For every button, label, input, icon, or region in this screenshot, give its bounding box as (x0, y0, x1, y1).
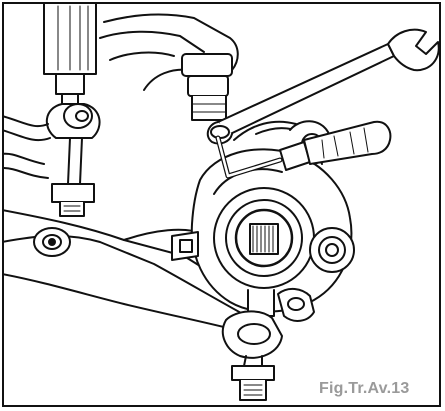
upper-bracket (99, 13, 239, 121)
wrench (206, 28, 439, 145)
suspension-illustration (4, 4, 439, 401)
lower-control-arm (4, 209, 255, 335)
stabilizer-link (46, 103, 101, 217)
shock-absorber (43, 4, 97, 105)
anti-roll-bar (4, 115, 51, 179)
figure-frame: Fig.Tr.Av.13 (2, 2, 441, 407)
allen-key (215, 135, 283, 179)
ball-joint (221, 310, 283, 401)
steering-knuckle (171, 120, 355, 322)
figure-caption: Fig.Tr.Av.13 (319, 380, 410, 397)
screwdriver (279, 120, 392, 171)
